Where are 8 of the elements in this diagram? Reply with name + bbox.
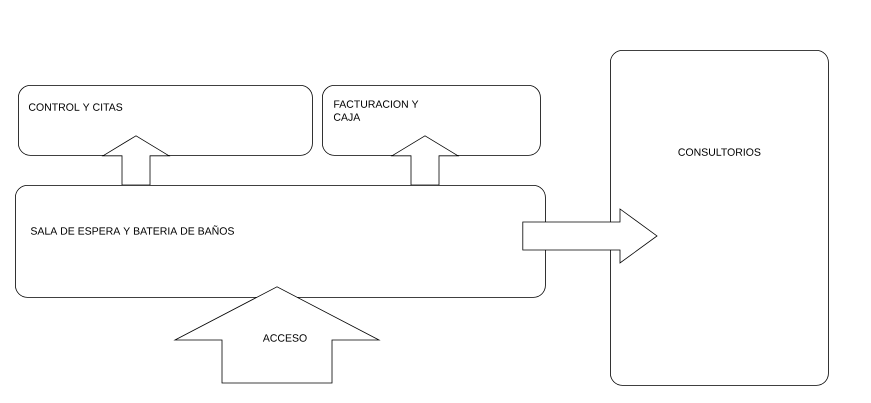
edge-label: ACCESO [262,334,307,342]
room-box: CONSULTORIOS [610,50,829,386]
room-box: CONTROL Y CITAS [18,85,313,156]
block-arrow [390,135,460,186]
room-box: SALA DE ESPERA Y BATERIA DE BAÑOS [15,184,546,298]
block-arrow [522,208,658,264]
block-arrow [102,135,170,186]
block-arrow [173,286,381,384]
